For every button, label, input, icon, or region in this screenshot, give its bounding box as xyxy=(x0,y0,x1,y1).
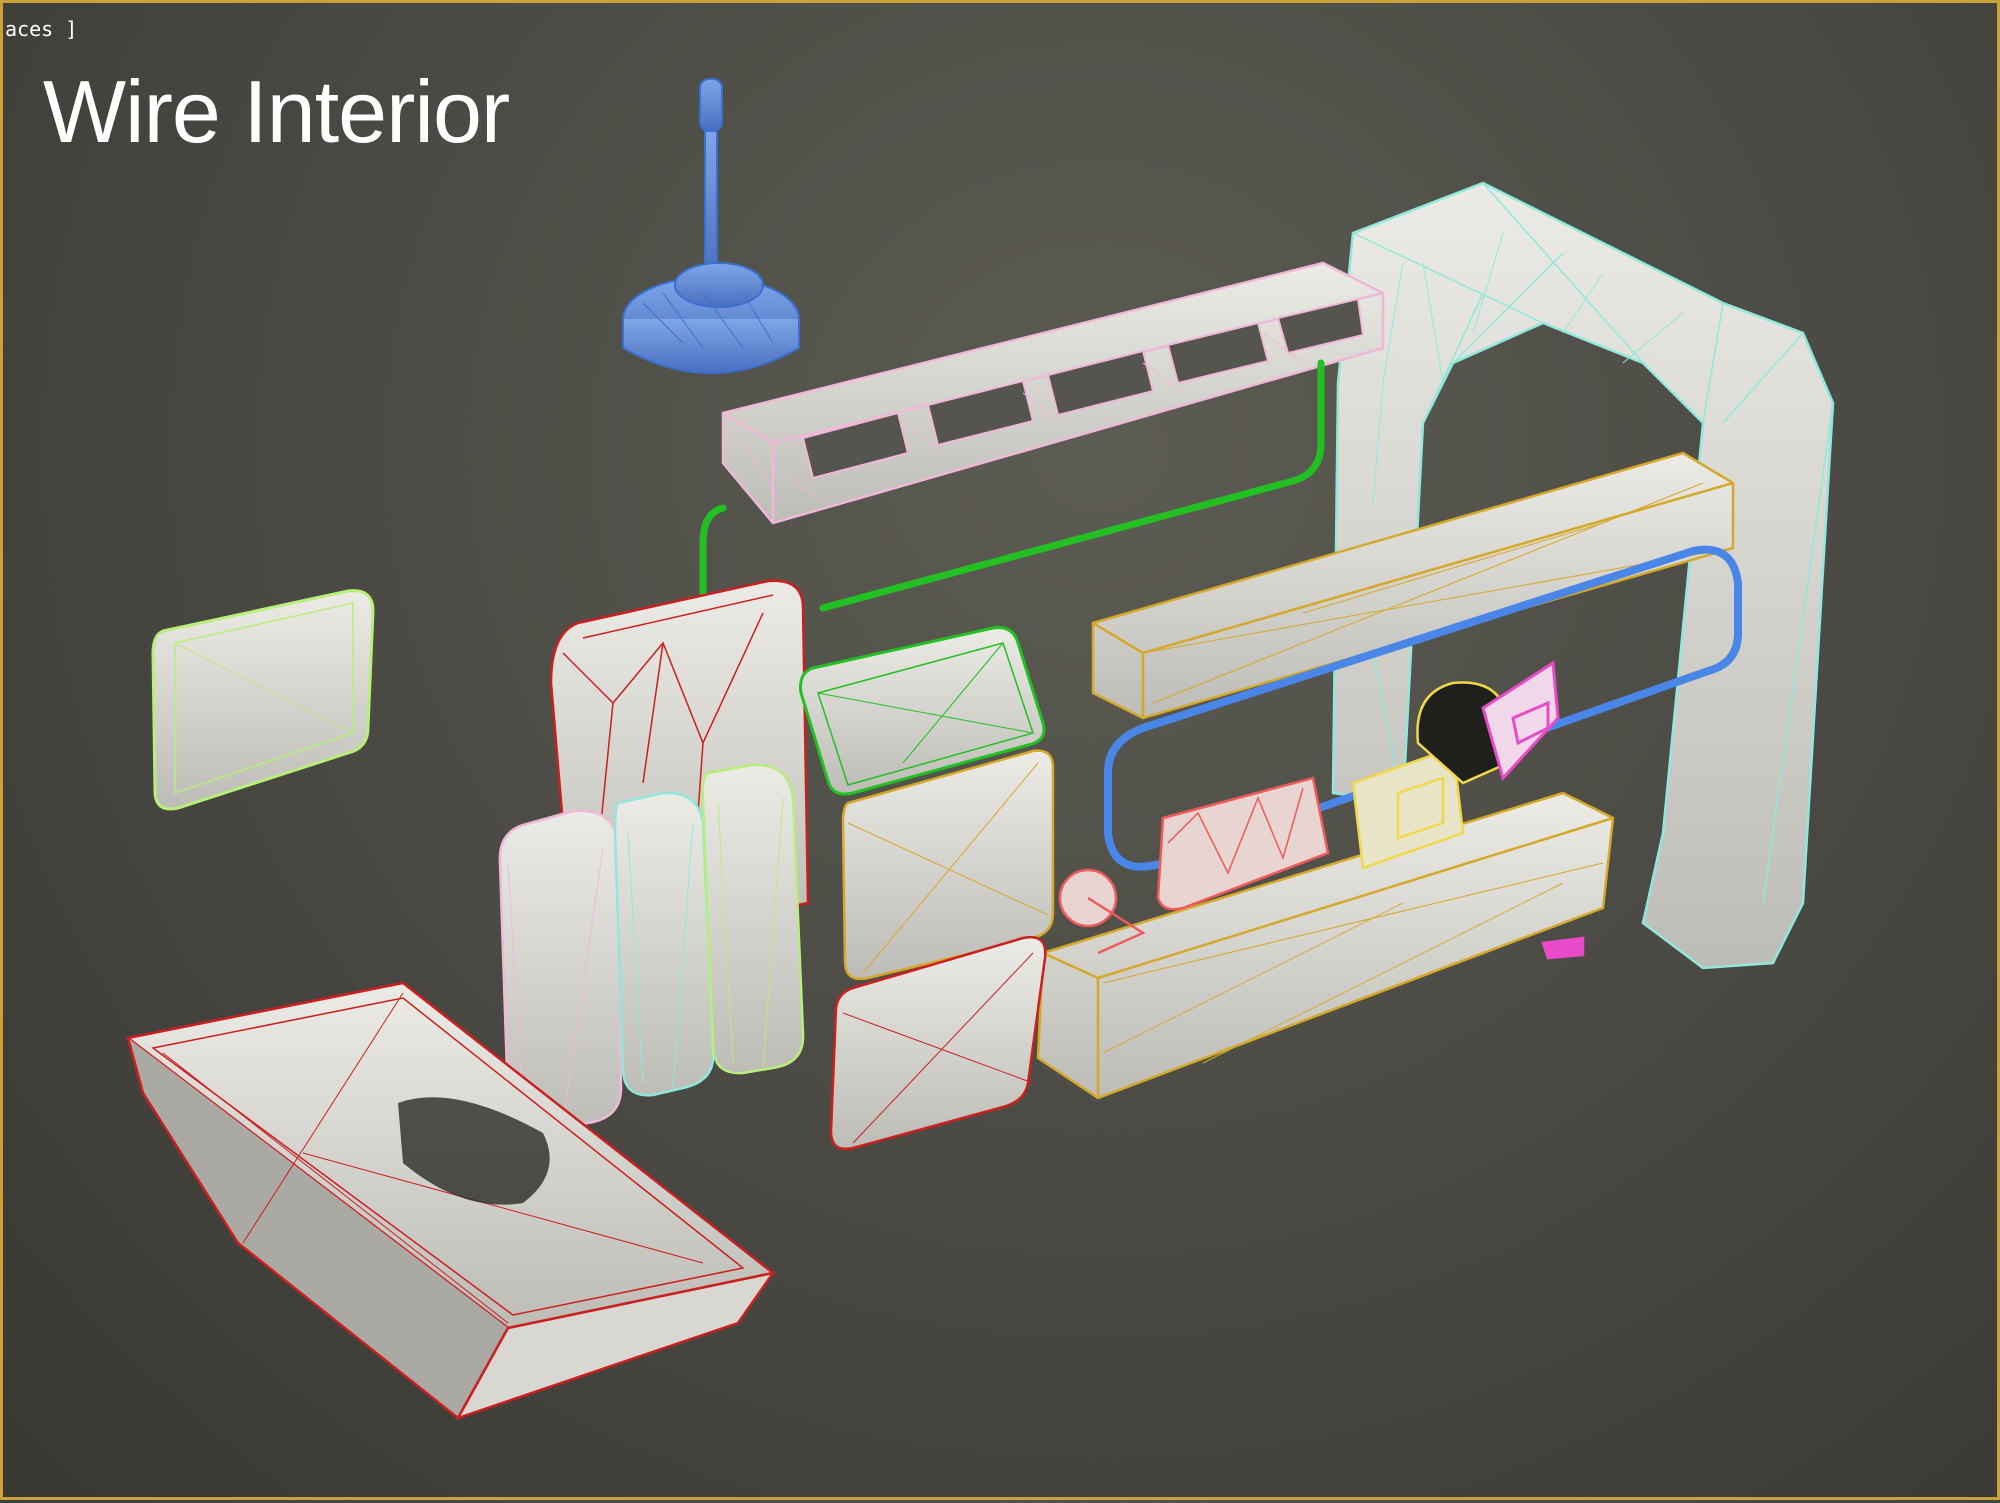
viewport-shading-label[interactable]: aces ] xyxy=(5,17,78,41)
cushions[interactable] xyxy=(498,763,805,1133)
door-arch[interactable] xyxy=(1331,181,1835,970)
wireframe-scene[interactable] xyxy=(3,3,2000,1503)
tablet[interactable] xyxy=(799,626,1046,796)
cushion-pink xyxy=(498,809,623,1133)
red-steering-part[interactable] xyxy=(1058,776,1330,955)
cushion-cyan xyxy=(613,791,715,1097)
cushion-green xyxy=(701,763,805,1075)
small-mirror-panel[interactable] xyxy=(151,589,375,811)
scene-title: Wire Interior xyxy=(43,62,510,161)
lower-console[interactable] xyxy=(1036,791,1615,1100)
center-console-box[interactable] xyxy=(841,749,1055,981)
green-pipe[interactable] xyxy=(699,359,1325,612)
magenta-part[interactable] xyxy=(1481,660,1560,781)
lower-door-panel[interactable] xyxy=(829,935,1047,1151)
yellow-controls[interactable] xyxy=(1351,681,1510,870)
vent-panel[interactable] xyxy=(721,261,1385,525)
seat-base[interactable] xyxy=(125,981,776,1421)
dash-beam[interactable] xyxy=(1091,451,1735,720)
gear-stick[interactable] xyxy=(622,78,800,374)
